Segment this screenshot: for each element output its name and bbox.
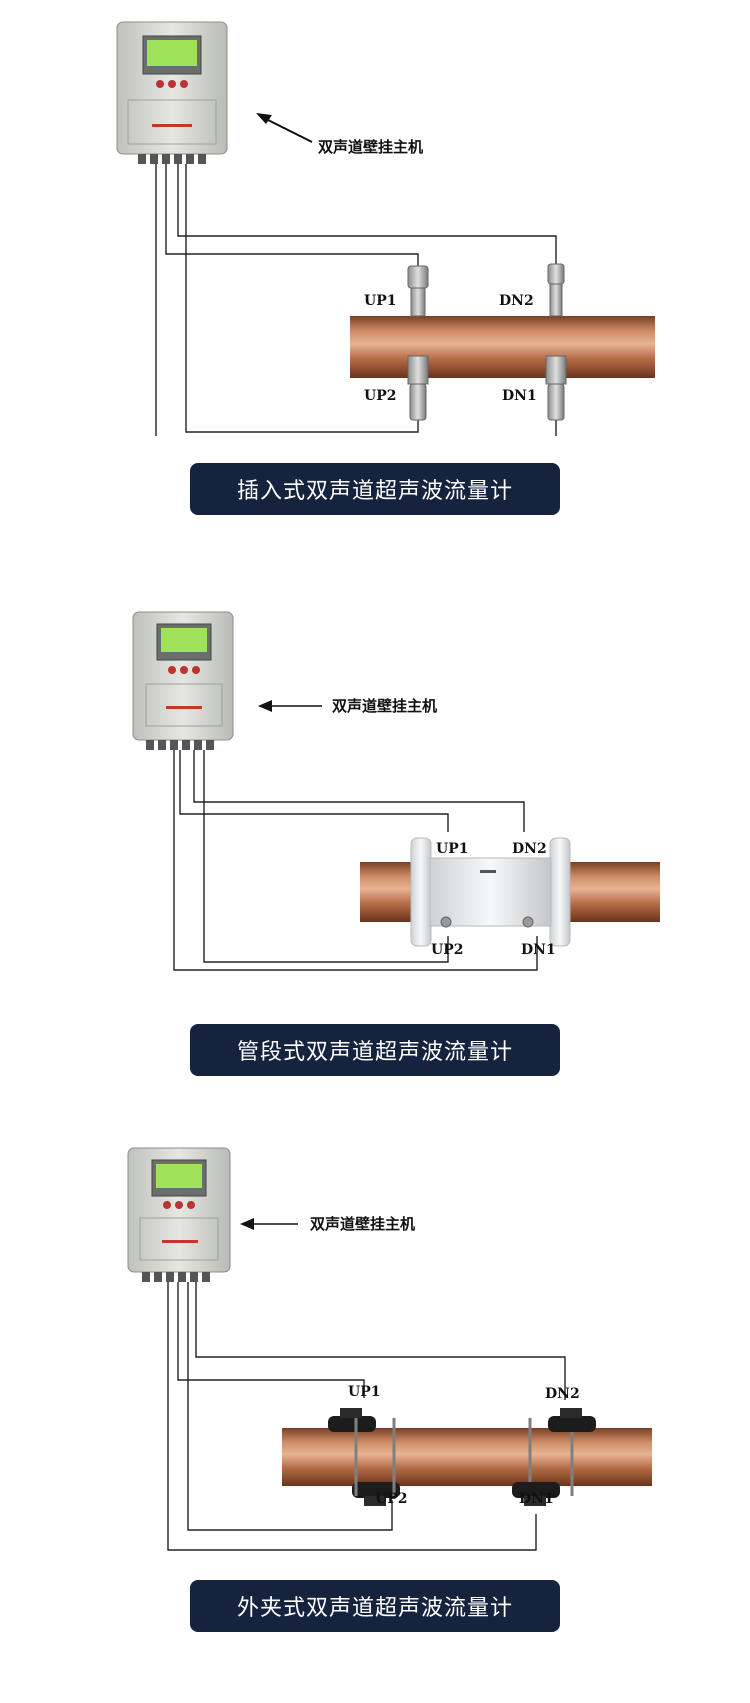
section-insertion: 双声道壁挂主机 UP1 DN2 UP2 bbox=[116, 21, 655, 436]
section-spool: 双声道壁挂主机 UP1 DN2 UP2 DN1 bbox=[132, 611, 660, 971]
host-label: 双声道壁挂主机 bbox=[310, 1215, 415, 1233]
transducer-dn2 bbox=[548, 1408, 596, 1432]
label-dn1: DN1 bbox=[521, 942, 556, 958]
transducer-dn1 bbox=[512, 1482, 560, 1506]
transducer-dn1 bbox=[545, 355, 567, 421]
banner-insertion: 插入式双声道超声波流量计 bbox=[190, 463, 560, 515]
host-unit bbox=[116, 21, 228, 164]
label-dn1: DN1 bbox=[519, 1491, 554, 1507]
host-unit bbox=[127, 1147, 231, 1282]
transducer-dn2 bbox=[547, 263, 565, 317]
label-dn2: DN2 bbox=[512, 841, 547, 857]
transducer-up2 bbox=[407, 355, 429, 421]
transducer-up1 bbox=[407, 265, 429, 317]
arrow-icon bbox=[258, 700, 322, 712]
banner-spool: 管段式双声道超声波流量计 bbox=[190, 1024, 560, 1076]
host-label: 双声道壁挂主机 bbox=[332, 697, 437, 715]
label-up1: UP1 bbox=[436, 841, 468, 857]
label-up1: UP1 bbox=[364, 293, 396, 309]
label-up2: UP2 bbox=[364, 388, 396, 404]
transducer-up1 bbox=[328, 1408, 376, 1432]
pipe bbox=[350, 316, 655, 378]
label-up1: UP1 bbox=[348, 1384, 380, 1400]
transducer-dn1 bbox=[522, 916, 534, 928]
section-clamp-on: 双声道壁挂主机 UP bbox=[127, 1147, 652, 1551]
label-dn2: DN2 bbox=[499, 293, 534, 309]
lcd-screen bbox=[156, 1164, 202, 1188]
host-unit bbox=[132, 611, 234, 750]
transducer-up2 bbox=[440, 916, 452, 928]
host-label: 双声道壁挂主机 bbox=[318, 138, 423, 156]
signal-wires bbox=[173, 750, 538, 971]
label-dn2: DN2 bbox=[545, 1386, 580, 1402]
lcd-screen bbox=[161, 628, 207, 652]
arrow-icon bbox=[240, 1218, 298, 1230]
signal-wires bbox=[167, 1282, 566, 1551]
label-up2: UP2 bbox=[431, 942, 463, 958]
arrow-icon bbox=[256, 113, 313, 143]
transducer-up2 bbox=[352, 1482, 400, 1506]
label-up2: UP2 bbox=[375, 1491, 407, 1507]
label-dn1: DN1 bbox=[502, 388, 537, 404]
pipe bbox=[282, 1428, 652, 1486]
signal-wires bbox=[155, 164, 557, 436]
lcd-screen bbox=[147, 40, 197, 66]
spool-body bbox=[410, 837, 571, 947]
banner-clamp-on: 外夹式双声道超声波流量计 bbox=[190, 1580, 560, 1632]
